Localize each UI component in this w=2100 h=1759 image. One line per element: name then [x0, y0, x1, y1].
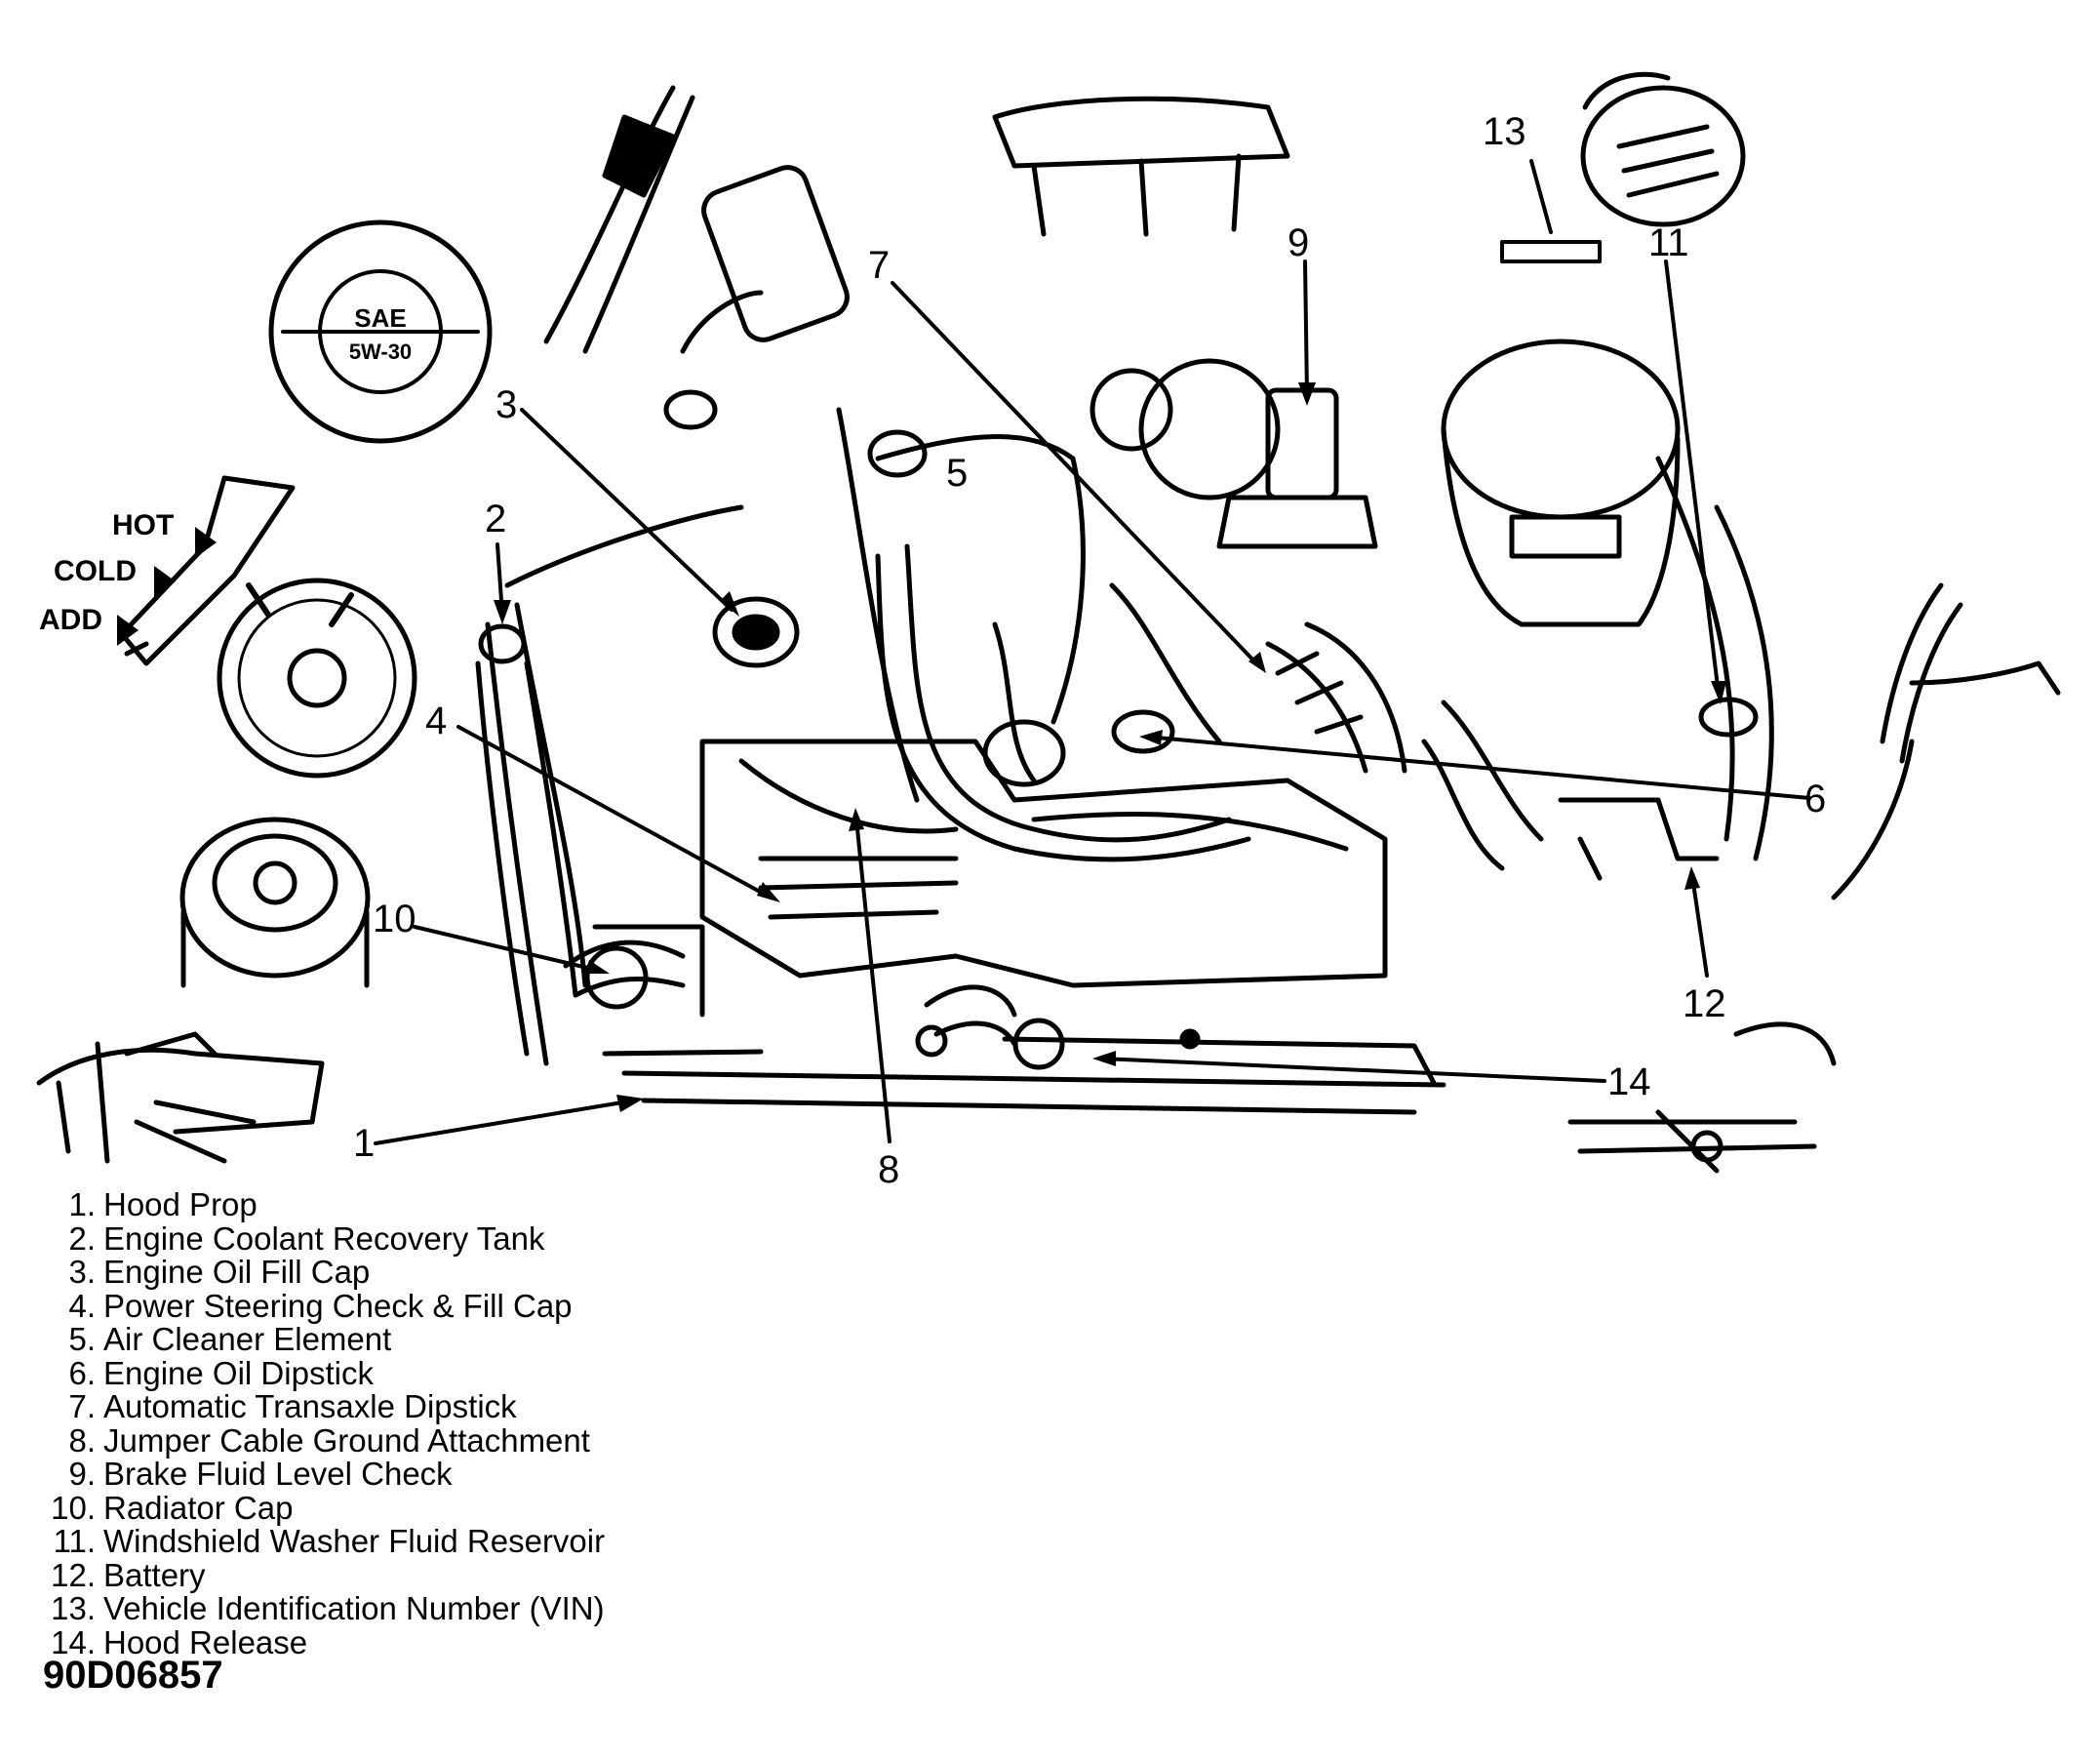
api-symbol-grade: SAE — [354, 303, 406, 333]
transaxle-dipstick-ring-art — [1111, 709, 1175, 754]
washer-cap-inset — [1580, 71, 1746, 227]
coolant-tank-art — [475, 623, 578, 1057]
oil-dipstick-cap-art — [982, 719, 1066, 787]
callout-8: 8 — [878, 1148, 899, 1191]
callout-4: 4 — [425, 700, 447, 742]
callout-12: 12 — [1683, 982, 1726, 1025]
leader-line-3 — [520, 408, 733, 612]
callout-9: 9 — [1288, 221, 1309, 264]
callout-numbers: 1 2 3 4 5 6 7 8 9 10 11 12 13 14 — [353, 110, 1826, 1191]
radiator-filler-neck-art — [584, 924, 705, 1018]
leader-line-9 — [1303, 260, 1309, 397]
add-marker-icon — [117, 615, 139, 646]
hot-marker-icon — [195, 527, 217, 558]
api-service-symbol: SAE 5W-30 — [268, 220, 493, 444]
legend-item-14: 14.Hood Release — [51, 1623, 308, 1660]
leader-line-1 — [374, 1099, 636, 1145]
legend-item-1: 1.Hood Prop — [68, 1186, 258, 1222]
legend-item-5: 5.Air Cleaner Element — [68, 1321, 392, 1357]
callout-7: 7 — [868, 244, 890, 287]
oil-dipstick-inset — [543, 85, 850, 430]
leader-line-14 — [1100, 1057, 1606, 1083]
leader-lines — [374, 159, 1811, 1145]
legend-item-9: 9.Brake Fluid Level Check — [68, 1456, 453, 1492]
legend-item-4: 4.Power Steering Check & Fill Cap — [68, 1287, 573, 1324]
legend-item-12: 12.Battery — [51, 1556, 206, 1593]
legend-item-3: 3.Engine Oil Fill Cap — [68, 1254, 371, 1290]
leader-line-4 — [456, 725, 773, 899]
callout-5: 5 — [946, 452, 968, 495]
leader-line-8 — [854, 818, 892, 1143]
legend-item-11: 11.Windshield Washer Fluid Reservoir — [53, 1523, 606, 1559]
gauge-label-cold: COLD — [54, 555, 137, 587]
figure-id: 90D06857 — [43, 1654, 223, 1697]
coolant-level-gauge-inset: HOT COLD ADD — [39, 475, 417, 779]
callout-2: 2 — [485, 498, 506, 540]
callout-11: 11 — [1648, 221, 1689, 264]
leader-line-7 — [891, 281, 1260, 667]
callout-1: 1 — [353, 1122, 375, 1165]
engine-line-art — [485, 96, 1774, 1115]
leader-line-10 — [413, 925, 602, 973]
hood-release-inset — [1567, 582, 2061, 1174]
oil-fill-cap-art — [712, 596, 800, 668]
vin-plate-inset — [1500, 240, 1602, 263]
pressure-cap-inset — [179, 817, 371, 988]
cold-marker-icon — [154, 566, 176, 597]
reservoir-cap-art — [1698, 697, 1759, 738]
legend-item-2: 2.Engine Coolant Recovery Tank — [68, 1219, 545, 1257]
callout-6: 6 — [1804, 778, 1826, 820]
legend-item-7: 7.Automatic Transaxle Dipstick — [68, 1388, 517, 1424]
callout-13: 13 — [1483, 110, 1526, 153]
callout-10: 10 — [373, 898, 416, 940]
gauge-label-add: ADD — [39, 604, 102, 636]
gauge-label-hot: HOT — [112, 509, 174, 541]
leader-line-11 — [1664, 260, 1721, 697]
api-symbol-viscosity: 5W-30 — [349, 340, 412, 364]
hood-prop-inset — [36, 1031, 325, 1164]
leader-arrowheads — [494, 382, 1726, 1112]
legend-item-10: 10.Radiator Cap — [51, 1489, 294, 1526]
leader-line-6 — [1144, 735, 1811, 800]
legend-item-8: 8.Jumper Cable Ground Attachment — [68, 1421, 590, 1459]
leader-line-12 — [1690, 874, 1709, 978]
legend: 1.Hood Prop 2.Engine Coolant Recovery Ta… — [43, 1186, 1116, 1660]
callout-3: 3 — [495, 383, 517, 426]
callout-14: 14 — [1607, 1060, 1651, 1103]
legend-item-13: 13.Vehicle Identification Number (VIN) — [51, 1590, 605, 1626]
leader-line-13 — [1529, 159, 1553, 234]
legend-item-6: 6.Engine Oil Dipstick — [68, 1354, 374, 1391]
